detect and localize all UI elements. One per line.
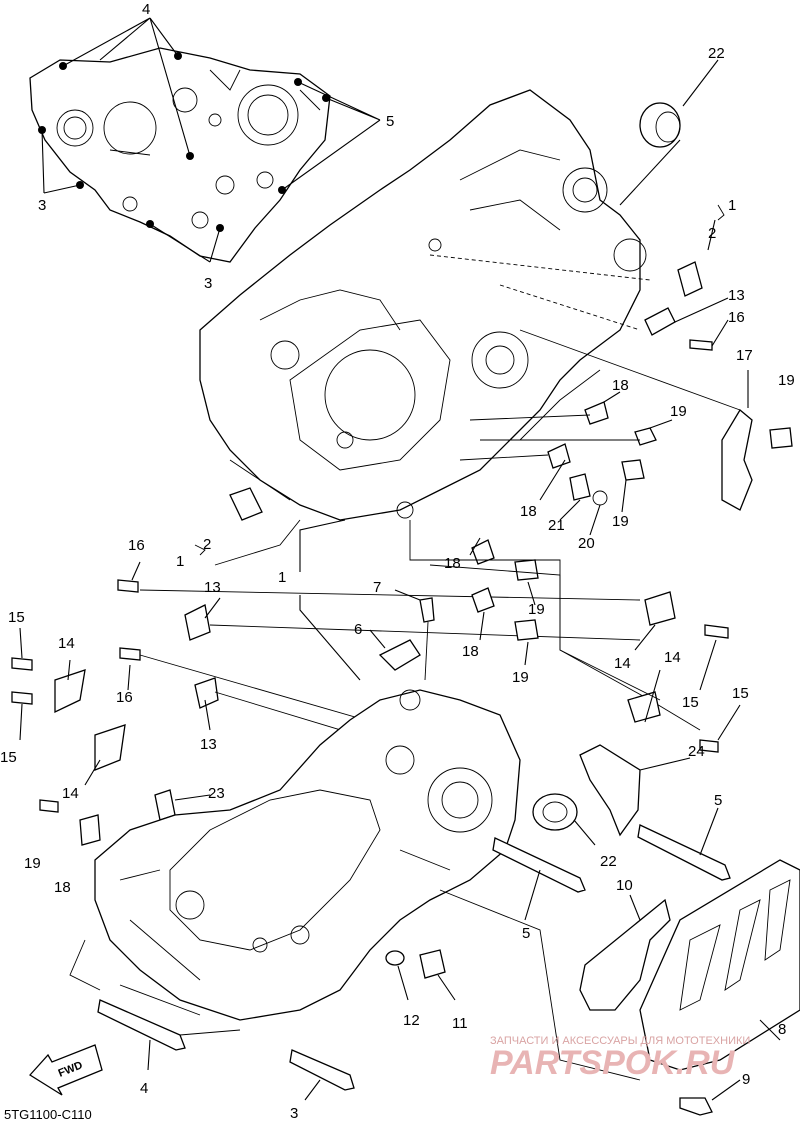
bolts-5 [492, 807, 731, 921]
callout-19: 19 [24, 855, 41, 872]
callout-22: 22 [708, 45, 725, 62]
callout-12: 12 [403, 1012, 420, 1029]
callout-1: 1 [728, 197, 736, 214]
callout-13: 13 [200, 736, 217, 753]
callout-18: 18 [612, 377, 629, 394]
callout-19: 19 [778, 372, 795, 389]
callout-16: 16 [728, 309, 745, 326]
callout-3: 3 [290, 1105, 298, 1122]
watermark-brand: PARTSPOK.RU [490, 1044, 736, 1082]
callout-10: 10 [616, 877, 633, 894]
callout-5: 5 [714, 792, 722, 809]
hardware-right [579, 591, 741, 837]
callout-3: 3 [38, 197, 46, 214]
bolts-lower-left [97, 984, 355, 1101]
callout-15: 15 [682, 694, 699, 711]
callout-4: 4 [140, 1080, 148, 1097]
part-10-cover [579, 894, 671, 1011]
callout-14: 14 [664, 649, 681, 666]
assembly-lines [69, 519, 661, 1081]
diagram-code: 5TG1100-C110 [4, 1107, 92, 1122]
callout-19: 19 [670, 403, 687, 420]
callout-18: 18 [462, 643, 479, 660]
callout-13: 13 [728, 287, 745, 304]
callout-18: 18 [444, 555, 461, 572]
dowel-upper [429, 204, 725, 331]
callout-17: 17 [736, 347, 753, 364]
callout-5: 5 [522, 925, 530, 942]
callout-18: 18 [520, 503, 537, 520]
watermark: ЗАПЧАСТИ И АКСЕССУАРЫ ДЛЯ МОТОТЕХНИКИ PA… [490, 1035, 750, 1082]
callout-22: 22 [600, 853, 617, 870]
callout-9: 9 [742, 1071, 750, 1088]
callout-8: 8 [778, 1021, 786, 1038]
callout-14: 14 [62, 785, 79, 802]
callout-14: 14 [614, 655, 631, 672]
callout-15: 15 [8, 609, 25, 626]
callout-18: 18 [54, 879, 71, 896]
watermark-tagline: ЗАПЧАСТИ И АКСЕССУАРЫ ДЛЯ МОТОТЕХНИКИ [490, 1035, 750, 1047]
callout-16: 16 [116, 689, 133, 706]
bolt-position-inset [29, 17, 381, 263]
crankcase-left-lower [94, 689, 521, 1021]
crankcase-right-upper [199, 89, 647, 521]
callout-1: 1 [176, 553, 184, 570]
callout-5: 5 [386, 113, 394, 130]
callout-24: 24 [688, 743, 705, 760]
callout-2: 2 [708, 225, 716, 242]
callout-19: 19 [528, 601, 545, 618]
callout-3: 3 [204, 275, 212, 292]
part-cluster-right [459, 391, 793, 536]
callout-14: 14 [58, 635, 75, 652]
callout-20: 20 [578, 535, 595, 552]
part-22-lower [532, 793, 596, 846]
callout-23: 23 [208, 785, 225, 802]
callout-19: 19 [612, 513, 629, 530]
parts-11-12 [385, 949, 456, 1001]
hardware-left [11, 561, 641, 846]
fwd-arrow: FWD [28, 1044, 103, 1096]
dowel-left [194, 487, 361, 681]
callout-11: 11 [452, 1015, 468, 1032]
callout-13: 13 [204, 579, 221, 596]
callout-15: 15 [732, 685, 749, 702]
callout-19: 19 [512, 669, 529, 686]
parts-6-7 [369, 589, 435, 681]
bracket-13-upper [644, 297, 729, 351]
callout-16: 16 [128, 537, 145, 554]
callout-6: 6 [354, 621, 362, 638]
callout-7: 7 [373, 579, 381, 596]
part-9-bolt [679, 1079, 741, 1116]
part-8-sprocket-cover [639, 859, 800, 1071]
part-17-bracket [519, 329, 753, 511]
callout-2: 2 [203, 536, 211, 553]
part-22-upper [619, 59, 719, 206]
callout-4: 4 [142, 1, 150, 18]
callout-21: 21 [548, 517, 565, 534]
callout-1: 1 [278, 569, 286, 586]
callout-15: 15 [0, 749, 17, 766]
